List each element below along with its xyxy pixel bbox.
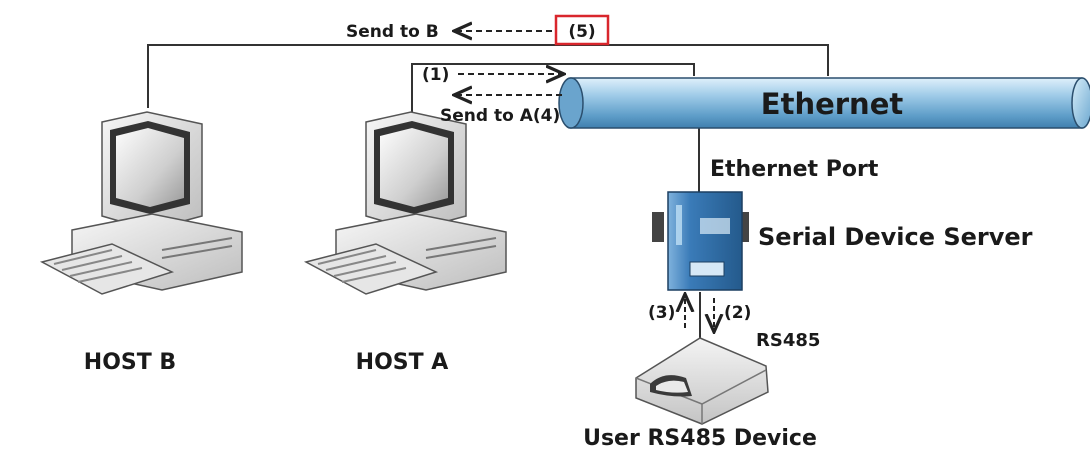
host-b-label: HOST B	[84, 350, 176, 375]
rs485-device-icon	[635, 337, 769, 425]
rs485-label: RS485	[756, 330, 820, 351]
step2-label: (2)	[724, 303, 751, 323]
ethernet-bus: Ethernet	[558, 77, 1090, 129]
host-b-computer-icon	[39, 111, 243, 295]
host-a-link	[411, 63, 695, 112]
serial-device-server-label: Serial Device Server	[758, 223, 1033, 251]
step1-label: (1)	[422, 65, 449, 85]
ethernet-label: Ethernet	[761, 87, 904, 121]
serial-device-server-icon	[652, 191, 749, 291]
step4-label: Send to A(4)	[440, 106, 560, 126]
step3-label: (3)	[648, 303, 675, 323]
user-rs485-device-label: User RS485 Device	[583, 426, 817, 451]
host-a-computer-icon	[303, 111, 507, 295]
host-b-link	[147, 44, 829, 108]
host-a-label: HOST A	[356, 350, 449, 375]
step5-highlight-box	[554, 14, 610, 46]
send-to-b-label: Send to B	[346, 22, 439, 42]
step5-label: (5)	[568, 22, 595, 42]
ethernet-port-label: Ethernet Port	[710, 157, 879, 182]
